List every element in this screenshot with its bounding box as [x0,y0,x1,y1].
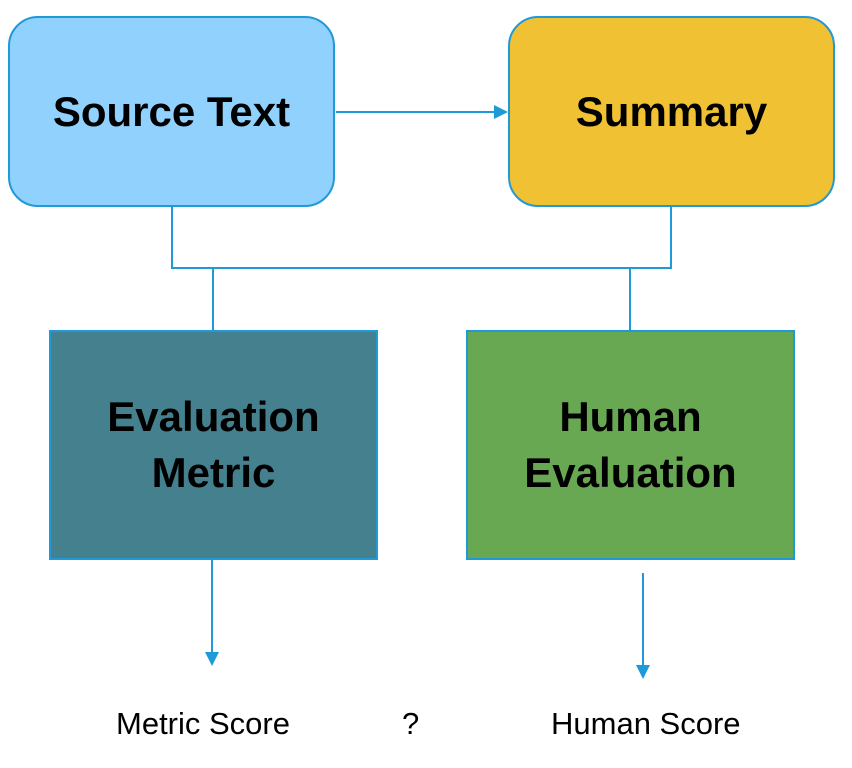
human-score-label: Human Score [551,706,741,741]
evaluation-metric-node: Evaluation Metric [49,330,378,560]
human-evaluation-node: Human Evaluation [466,330,795,560]
relation-question-mark: ? [402,706,420,741]
summary-node: Summary [508,16,835,207]
summary-label: Summary [575,87,768,135]
human-evaluation-label-line2: Evaluation [524,449,737,496]
evaluation-metric-label-line2: Metric [151,449,276,496]
metric-score-label: Metric Score [116,706,290,741]
source-text-label: Source Text [52,87,291,135]
human-evaluation-label-line1: Human [559,393,702,440]
evaluation-metric-label-line1: Evaluation [107,393,320,440]
source-text-node: Source Text [8,16,335,207]
